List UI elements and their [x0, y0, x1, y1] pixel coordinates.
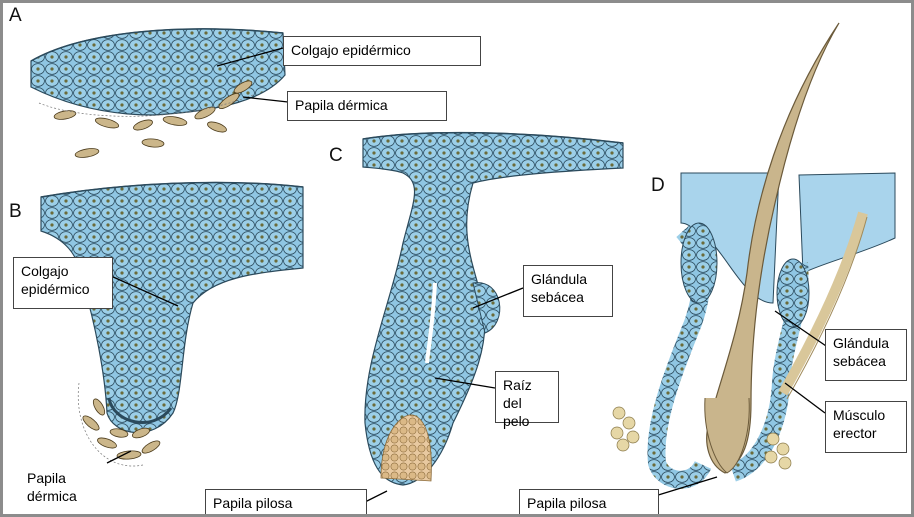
- label-papila-pilosa-d: Papila pilosa: [519, 489, 659, 517]
- label-papila-pilosa-c: Papila pilosa: [205, 489, 367, 517]
- label-glandula-sebacea-c: Glándula sebácea: [523, 265, 613, 317]
- panel-b-drawing: [41, 182, 303, 466]
- hair-follicle-development-illustration: [3, 3, 911, 514]
- panel-c-drawing: [363, 133, 623, 503]
- panel-letter-b: B: [9, 201, 22, 223]
- label-colgajo-epidermico-b: Colgajo epidérmico: [13, 257, 113, 309]
- label-papila-dermica-a: Papila dérmica: [287, 91, 447, 121]
- label-glandula-sebacea-d: Glándula sebácea: [825, 329, 907, 381]
- label-papila-dermica-b: Papila dérmica: [27, 469, 111, 511]
- panel-letter-d: D: [651, 175, 665, 197]
- label-colgajo-epidermico-a: Colgajo epidérmico: [283, 36, 481, 66]
- panel-a-drawing: [31, 29, 288, 159]
- label-musculo-erector: Músculo erector: [825, 401, 907, 453]
- label-raiz-del-pelo: Raíz del pelo: [495, 371, 559, 423]
- panel-letter-c: C: [329, 145, 343, 167]
- panel-letter-a: A: [9, 5, 22, 27]
